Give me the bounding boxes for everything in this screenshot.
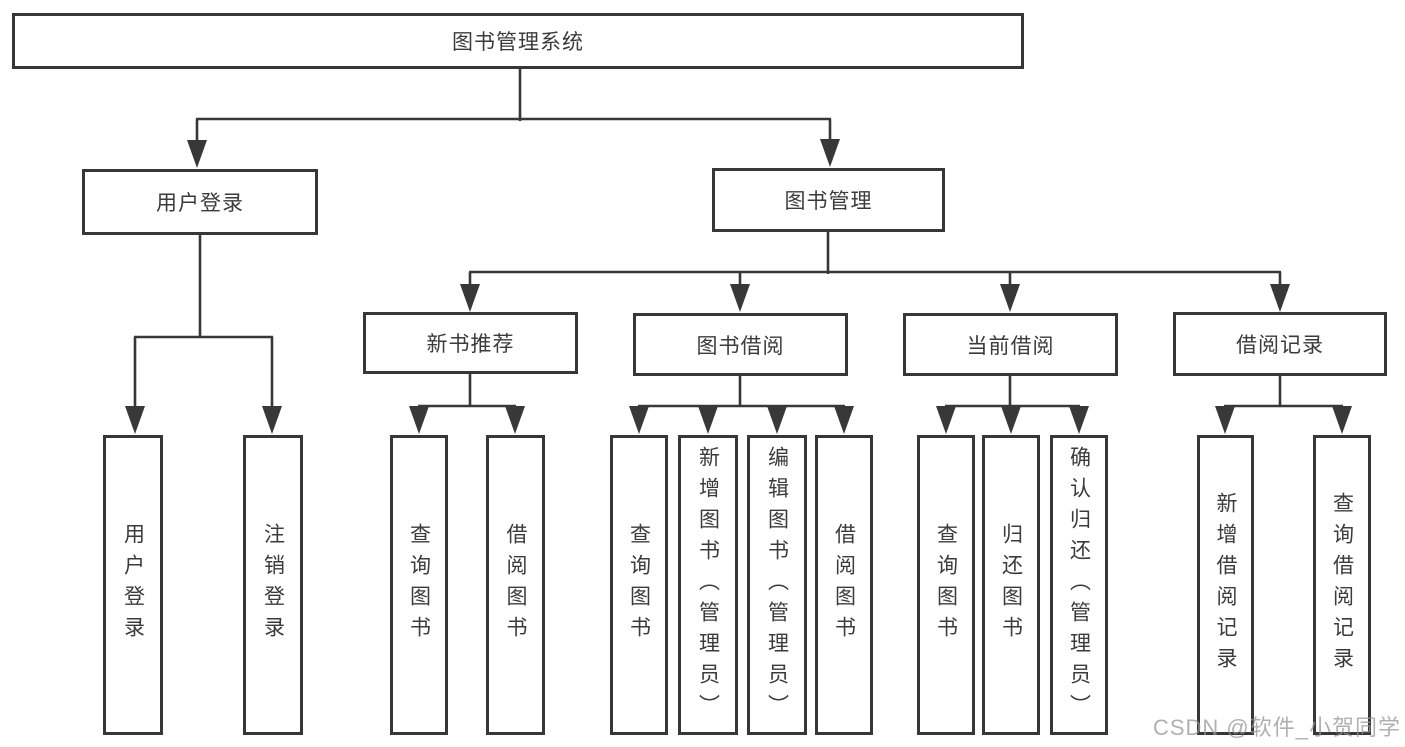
node-book-borrowing: 图书借阅 [633, 313, 848, 376]
node-label: 借阅记录 [1236, 334, 1324, 357]
node-bb-borrow-books: 借阅图书 [815, 435, 873, 735]
node-label: 注销登录 [261, 523, 285, 647]
node-label: 查询图书 [627, 523, 651, 647]
node-nb-borrow-books: 借阅图书 [486, 435, 545, 735]
node-nb-query-books: 查询图书 [390, 435, 448, 735]
node-cb-query-books: 查询图书 [917, 435, 975, 735]
node-bb-add-books-admin: 新增图书（管理员） [678, 435, 738, 735]
node-user-login: 用户登录 [82, 169, 318, 235]
node-label: 图书管理系统 [452, 31, 584, 54]
node-borrowing-records: 借阅记录 [1173, 312, 1387, 376]
node-br-add-borrow-record: 新增借阅记录 [1197, 435, 1254, 735]
node-bb-edit-books-admin: 编辑图书（管理员） [747, 435, 807, 735]
node-label: 新增借阅记录 [1214, 492, 1237, 678]
node-br-query-borrow-record: 查询借阅记录 [1313, 435, 1371, 735]
node-label: 查询借阅记录 [1330, 492, 1354, 678]
node-label: 确认归还（管理员） [1067, 445, 1091, 725]
node-label: 用户登录 [121, 523, 145, 647]
node-library-management-system: 图书管理系统 [12, 13, 1024, 69]
node-label: 归还图书 [999, 523, 1023, 647]
node-leaf-logout: 注销登录 [243, 435, 303, 735]
node-current-borrowing: 当前借阅 [903, 313, 1118, 376]
node-label: 查询图书 [407, 523, 431, 647]
node-new-book-recommendation: 新书推荐 [363, 312, 578, 374]
node-leaf-user-login: 用户登录 [103, 435, 163, 735]
node-label: 图书管理 [784, 190, 873, 213]
node-book-management: 图书管理 [712, 168, 945, 232]
node-label: 当前借阅 [966, 334, 1055, 358]
node-cb-return-books: 归还图书 [982, 435, 1040, 735]
node-bb-query-books: 查询图书 [610, 435, 668, 735]
node-label: 借阅图书 [504, 523, 527, 647]
node-label: 查询图书 [934, 523, 958, 647]
node-label: 用户登录 [156, 192, 244, 215]
csdn-watermark: CSDN @软件_小贺同学 [1152, 715, 1401, 740]
node-label: 借阅图书 [832, 523, 856, 647]
node-label: 新增图书（管理员） [696, 445, 720, 725]
node-cb-confirm-return-admin: 确认归还（管理员） [1050, 435, 1108, 735]
node-label: 新书推荐 [426, 333, 515, 356]
node-label: 编辑图书（管理员） [765, 445, 789, 725]
node-label: 图书借阅 [696, 334, 785, 358]
